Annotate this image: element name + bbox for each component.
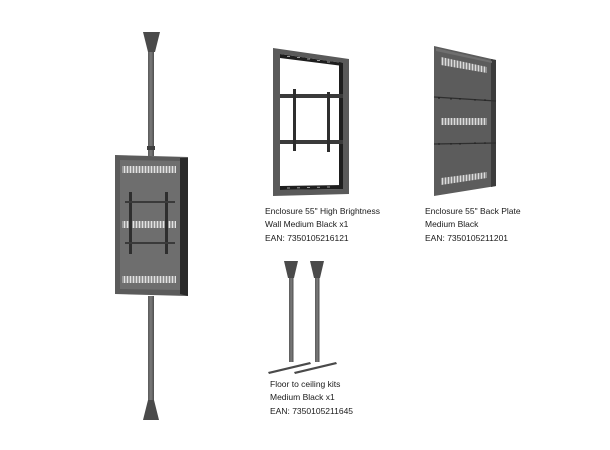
product-variant: Medium Black x1 [270,391,335,402]
product-variant: Wall Medium Black x1 [265,218,349,229]
caption-enclosure-back-plate: Enclosure 55" Back Plate Medium Black EA… [425,205,521,245]
product-ean: EAN: 7350105211645 [270,406,354,416]
caption-floor-to-ceiling-kits: Floor to ceiling kits Medium Black x1 EA… [270,378,353,418]
product-variant: Medium Black [425,218,479,229]
product-name: Enclosure 55" Back Plate [425,206,521,216]
product-name: Floor to ceiling kits [270,379,341,389]
product-name: Enclosure 55" High Brightness [265,206,380,216]
caption-enclosure-high-brightness: Enclosure 55" High Brightness Wall Mediu… [265,205,380,245]
product-ean: EAN: 7350105216121 [265,233,349,243]
product-ean: EAN: 7350105211201 [425,233,509,243]
